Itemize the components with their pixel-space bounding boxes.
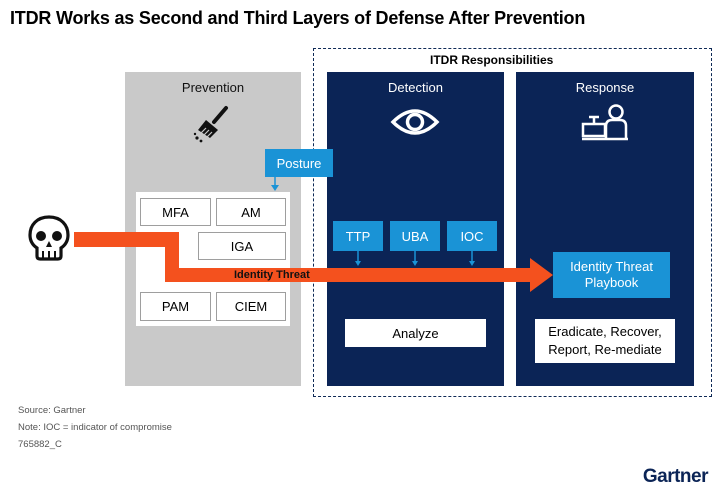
uba-connector-head bbox=[412, 261, 418, 266]
ioc-note: Note: IOC = indicator of compromise bbox=[18, 422, 172, 433]
control-am: AM bbox=[216, 198, 286, 226]
diagram-title: ITDR Works as Second and Third Layers of… bbox=[10, 8, 586, 28]
responder-icon bbox=[581, 104, 628, 141]
response-title: Response bbox=[575, 80, 635, 95]
identity-threat-arrow bbox=[74, 232, 553, 292]
analyze-box: Analyze bbox=[345, 319, 486, 347]
posture-connector-head bbox=[271, 185, 279, 191]
playbook-line-2: Playbook bbox=[584, 275, 639, 290]
actions-line-1: Eradicate, Recover, bbox=[548, 324, 662, 339]
broom-icon bbox=[193, 106, 228, 143]
actions-line-2: Report, Re-mediate bbox=[548, 342, 662, 357]
control-ciem: CIEM bbox=[216, 292, 286, 321]
control-iga: IGA bbox=[198, 232, 286, 260]
ioc-connector-head bbox=[469, 261, 475, 266]
skull-icon bbox=[28, 215, 70, 261]
posture-box: Posture bbox=[265, 149, 333, 177]
playbook-line-1: Identity Threat bbox=[570, 259, 653, 274]
source-note: Source: Gartner bbox=[18, 405, 86, 416]
signal-uba: UBA bbox=[390, 221, 440, 251]
detection-title: Detection bbox=[388, 80, 443, 95]
signal-ttp: TTP bbox=[333, 221, 383, 251]
control-mfa: MFA bbox=[140, 198, 211, 226]
prevention-title: Prevention bbox=[181, 80, 245, 95]
itdr-responsibilities-label: ITDR Responsibilities bbox=[430, 53, 554, 67]
gartner-logo: Gartner bbox=[642, 466, 709, 487]
figure-id: 765882_C bbox=[18, 439, 62, 450]
remediation-actions-box: Eradicate, Recover, Report, Re-mediate bbox=[535, 319, 675, 363]
identity-threat-playbook-box: Identity Threat Playbook bbox=[553, 252, 670, 298]
control-pam: PAM bbox=[140, 292, 211, 321]
identity-threat-label: Identity Threat bbox=[234, 269, 310, 281]
signal-ioc: IOC bbox=[447, 221, 497, 251]
itdr-responsibilities-box bbox=[313, 48, 712, 397]
ttp-connector-head bbox=[355, 261, 361, 266]
eye-icon bbox=[390, 109, 440, 135]
